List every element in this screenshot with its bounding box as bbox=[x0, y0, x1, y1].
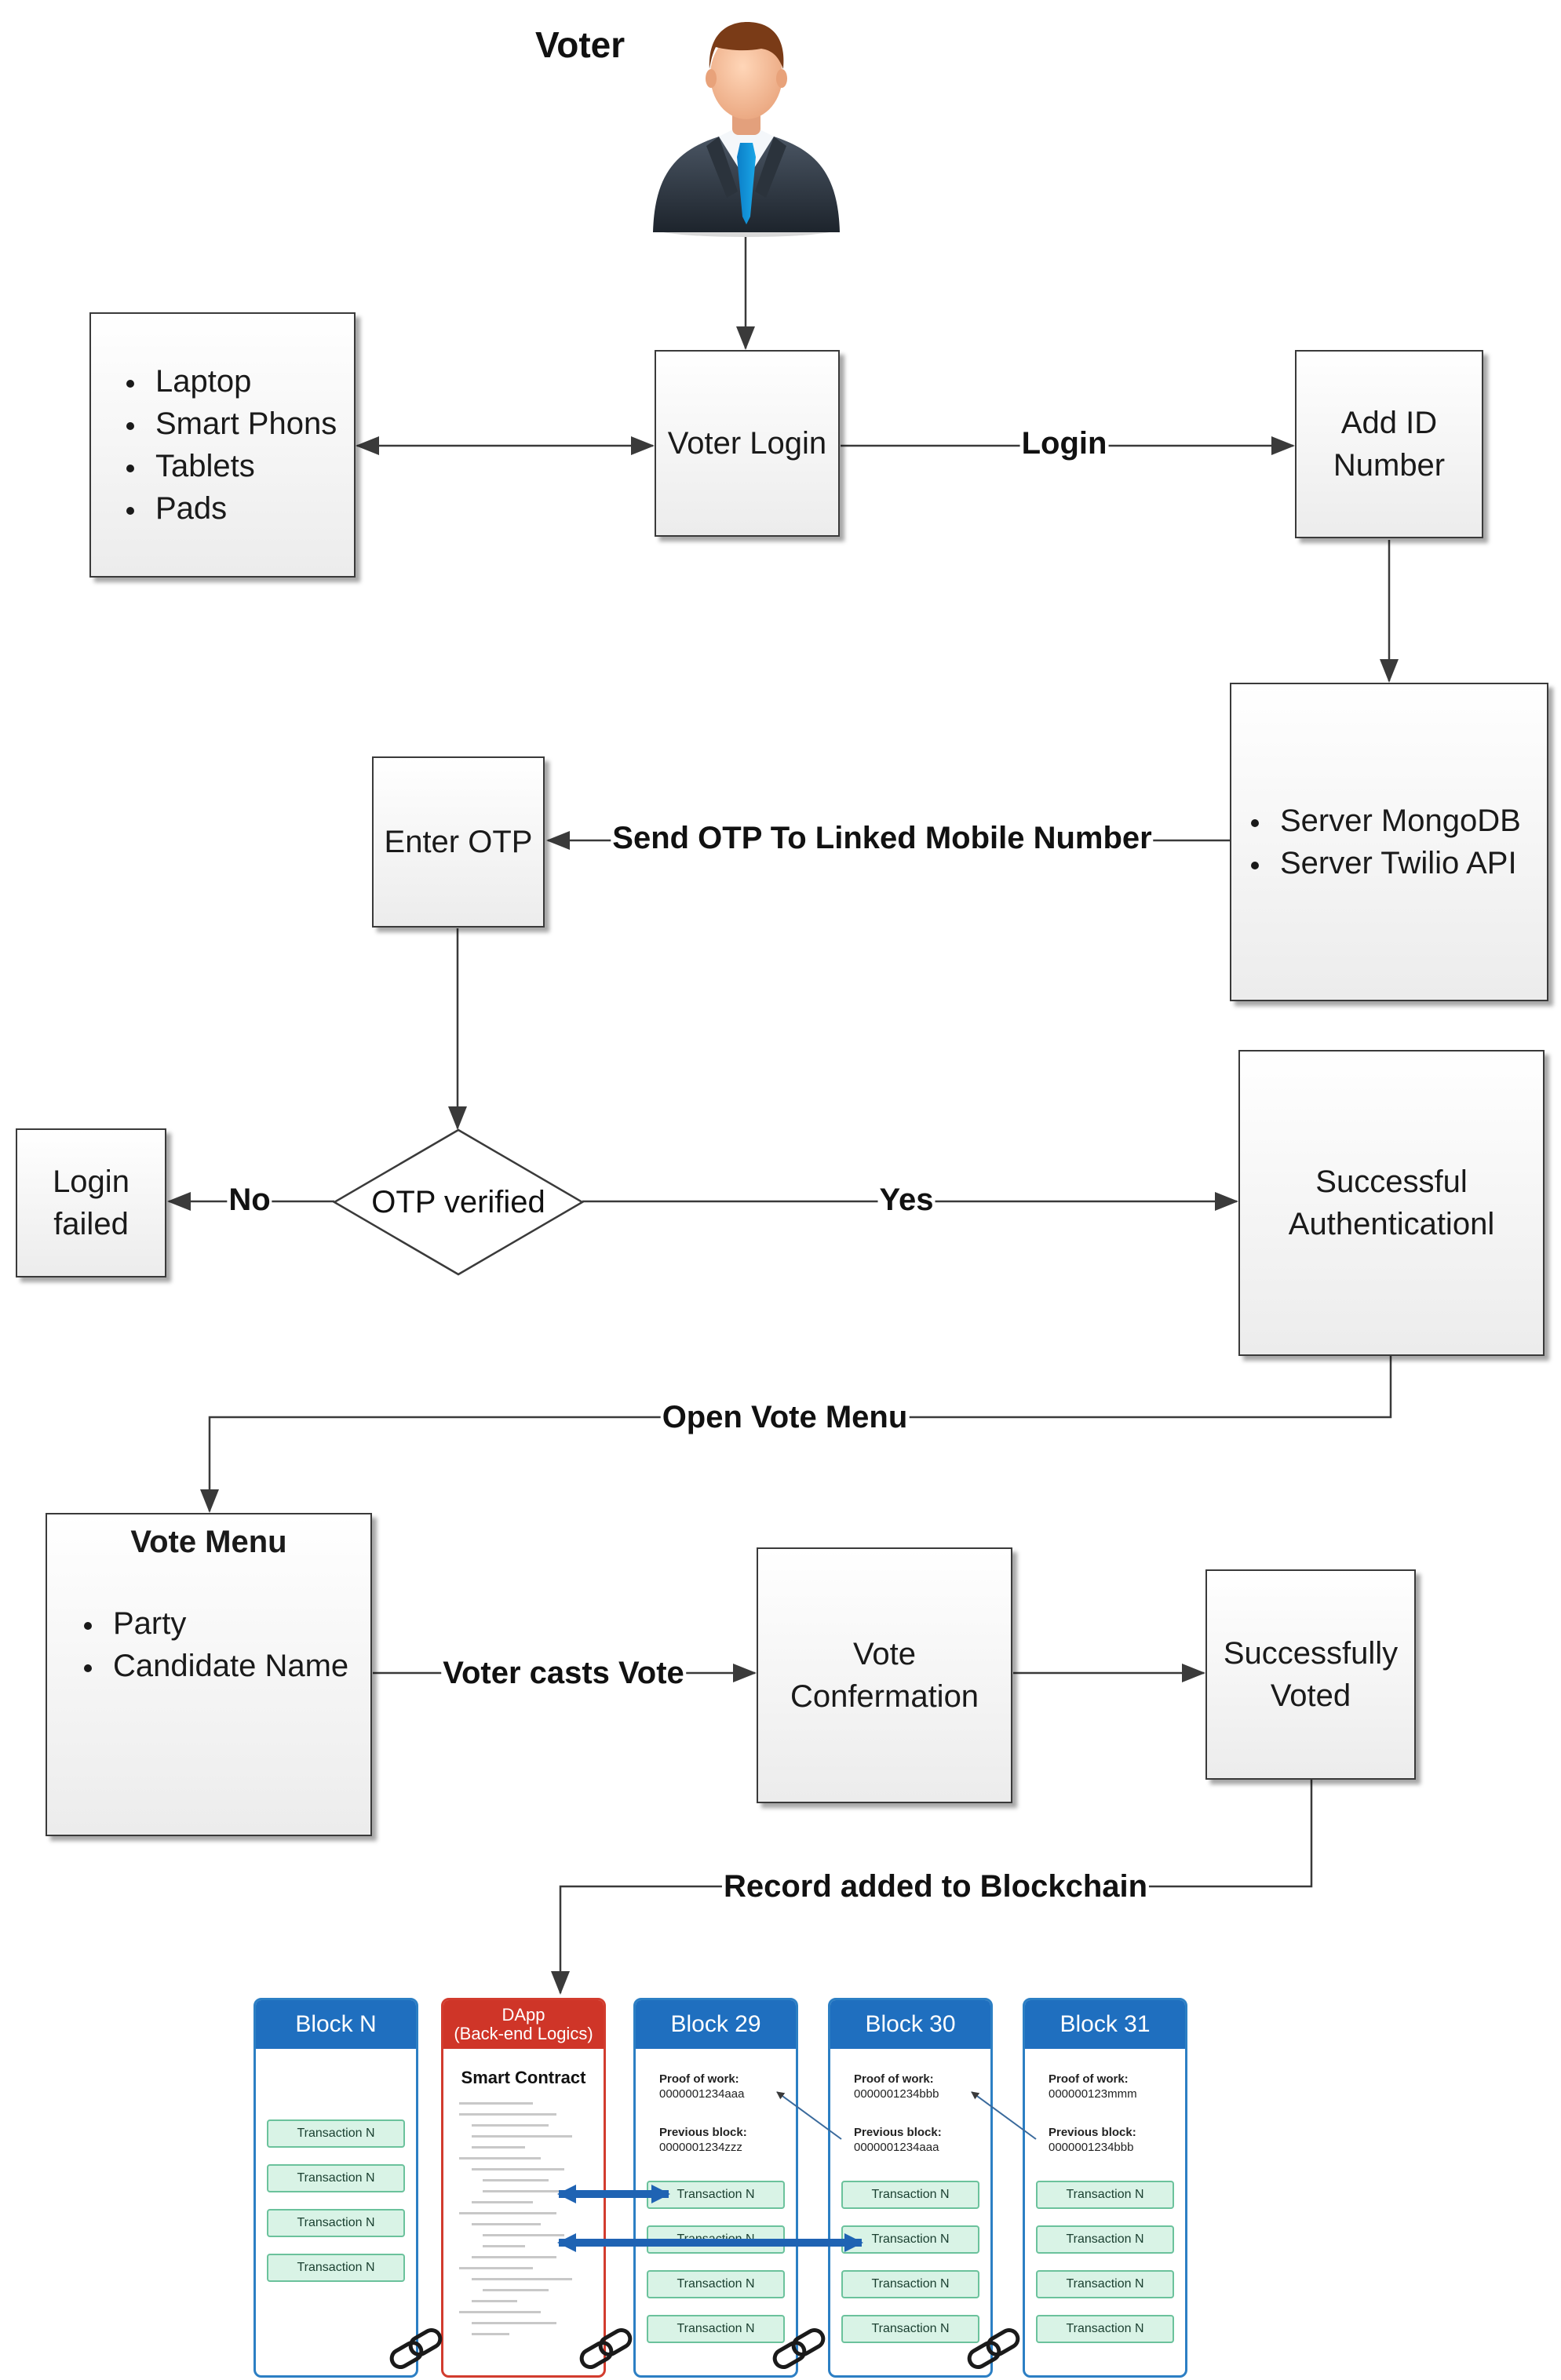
vote-menu-list: Party Candidate Name bbox=[47, 1602, 370, 1687]
voter-title: Voter bbox=[535, 24, 625, 65]
server-list: Server MongoDB Server Twilio API bbox=[1231, 800, 1521, 884]
device-item-pads: Pads bbox=[148, 487, 337, 530]
block-n-transaction: Transaction N bbox=[267, 2209, 405, 2237]
successful-authentication-label: Successful Authenticationl bbox=[1288, 1164, 1495, 1241]
block-31-proof-of-work: Proof of work:000000123mmm bbox=[1049, 2072, 1137, 2101]
block-31-title: Block 31 bbox=[1025, 2000, 1185, 2049]
smart-contract-title: Smart Contract bbox=[461, 2068, 586, 2087]
block-29-transaction: Transaction N bbox=[647, 2270, 785, 2298]
block-29-proof-of-work: Proof of work:0000001234aaa bbox=[659, 2072, 745, 2101]
devices-box: Laptop Smart Phons Tablets Pads bbox=[89, 312, 356, 578]
dapp-header: DApp (Back-end Logics) bbox=[443, 2000, 604, 2049]
vote-menu-item-candidate-name[interactable]: Candidate Name bbox=[105, 1645, 370, 1687]
open-vote-menu-edge-label: Open Vote Menu bbox=[660, 1400, 910, 1434]
block-30-previous-block: Previous block:0000001234aaa bbox=[854, 2126, 942, 2154]
add-id-number-label: Add ID Number bbox=[1333, 406, 1446, 483]
login-failed-box: Login failed bbox=[16, 1128, 166, 1277]
block-30: Block 30 Proof of work:0000001234bbb Pre… bbox=[828, 1998, 993, 2378]
block-29-transaction: Transaction N bbox=[647, 2315, 785, 2343]
enter-otp-label: Enter OTP bbox=[384, 825, 533, 859]
block-29: Block 29 Proof of work:0000001234aaa Pre… bbox=[633, 1998, 798, 2378]
send-otp-edge-label: Send OTP To Linked Mobile Number bbox=[611, 821, 1154, 855]
block-n: Block N Transaction N Transaction N Tran… bbox=[253, 1998, 418, 2378]
dapp-title: DApp bbox=[501, 2004, 545, 2025]
block-30-transaction: Transaction N bbox=[841, 2270, 979, 2298]
login-failed-label: Login failed bbox=[53, 1164, 129, 1241]
block-n-transaction: Transaction N bbox=[267, 2164, 405, 2192]
block-n-transaction: Transaction N bbox=[267, 2254, 405, 2282]
add-id-number-box[interactable]: Add ID Number bbox=[1295, 350, 1483, 538]
block-29-transaction: Transaction N bbox=[647, 2225, 785, 2254]
record-added-edge-label: Record added to Blockchain bbox=[721, 1869, 1150, 1904]
voter-casts-vote-edge-label: Voter casts Vote bbox=[441, 1656, 686, 1690]
devices-list: Laptop Smart Phons Tablets Pads bbox=[91, 360, 337, 530]
server-box: Server MongoDB Server Twilio API bbox=[1230, 683, 1548, 1001]
server-item-mongodb: Server MongoDB bbox=[1272, 800, 1521, 842]
block-30-title: Block 30 bbox=[830, 2000, 990, 2049]
block-30-proof-of-work: Proof of work:0000001234bbb bbox=[854, 2072, 939, 2101]
block-31-transaction: Transaction N bbox=[1036, 2181, 1174, 2209]
device-item-smart-phones: Smart Phons bbox=[148, 403, 337, 445]
block-31-transaction: Transaction N bbox=[1036, 2225, 1174, 2254]
dapp-block: DApp (Back-end Logics) Smart Contract bbox=[441, 1998, 606, 2378]
otp-verified-label: OTP verified bbox=[371, 1184, 545, 1219]
block-n-title: Block N bbox=[256, 2000, 416, 2049]
block-30-transaction: Transaction N bbox=[841, 2315, 979, 2343]
enter-otp-box[interactable]: Enter OTP bbox=[372, 756, 545, 928]
block-31-transaction: Transaction N bbox=[1036, 2270, 1174, 2298]
vote-confirmation-label: Vote Confermation bbox=[790, 1637, 979, 1714]
block-29-previous-block: Previous block:0000001234zzz bbox=[659, 2126, 747, 2154]
login-edge-label: Login bbox=[1019, 426, 1109, 461]
voter-login-label: Voter Login bbox=[667, 426, 827, 461]
block-31: Block 31 Proof of work:000000123mmm Prev… bbox=[1023, 1998, 1187, 2378]
device-item-tablets: Tablets bbox=[148, 445, 337, 487]
block-30-transaction: Transaction N bbox=[841, 2181, 979, 2209]
successfully-voted-box: Successfully Voted bbox=[1205, 1569, 1416, 1780]
block-31-previous-block: Previous block:0000001234bbb bbox=[1049, 2126, 1136, 2154]
dapp-subtitle: (Back-end Logics) bbox=[454, 2024, 593, 2043]
block-29-title: Block 29 bbox=[636, 2000, 796, 2049]
successful-authentication-box: Successful Authenticationl bbox=[1238, 1050, 1545, 1356]
no-edge-label: No bbox=[227, 1183, 272, 1217]
successfully-voted-label: Successfully Voted bbox=[1223, 1636, 1399, 1713]
block-31-transaction: Transaction N bbox=[1036, 2315, 1174, 2343]
server-item-twilio: Server Twilio API bbox=[1272, 842, 1521, 884]
block-30-transaction: Transaction N bbox=[841, 2225, 979, 2254]
vote-menu-box[interactable]: Vote Menu Party Candidate Name bbox=[46, 1513, 372, 1836]
otp-verified-decision: OTP verified bbox=[333, 1128, 584, 1276]
yes-edge-label: Yes bbox=[877, 1183, 936, 1217]
vote-menu-title: Vote Menu bbox=[130, 1525, 287, 1559]
device-item-laptop: Laptop bbox=[148, 360, 337, 403]
vote-menu-item-party[interactable]: Party bbox=[105, 1602, 370, 1645]
block-29-transaction: Transaction N bbox=[647, 2181, 785, 2209]
businessman-icon bbox=[644, 11, 849, 239]
vote-confirmation-box[interactable]: Vote Confermation bbox=[757, 1547, 1012, 1803]
voter-login-box[interactable]: Voter Login bbox=[655, 350, 840, 537]
block-n-transaction: Transaction N bbox=[267, 2119, 405, 2148]
